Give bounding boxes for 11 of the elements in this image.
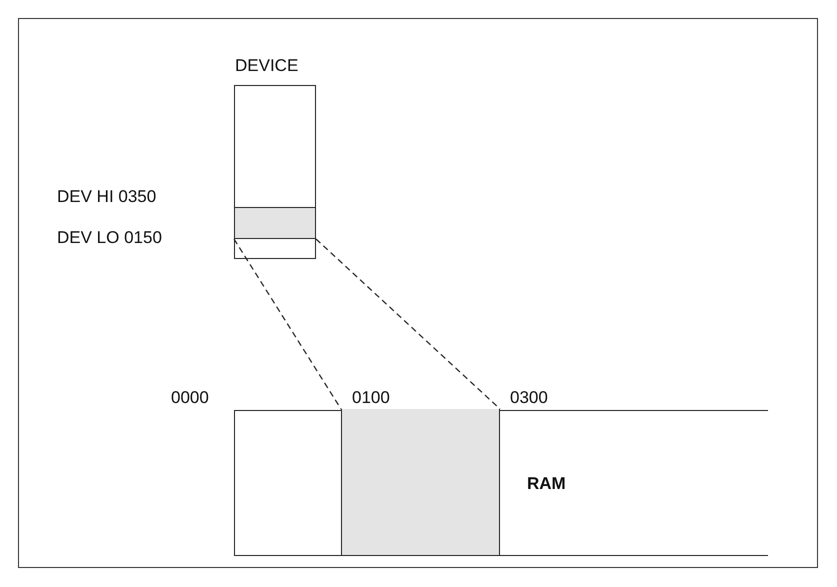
address-label: DEV LO 0150 [57,228,162,248]
shaded-address-band [234,207,316,239]
block-heading: DEVICE [235,56,298,76]
shaded-address-band [341,409,500,555]
projection-line [316,238,500,410]
region-label: RAM [527,474,566,494]
address-label: 0100 [352,388,390,408]
address-label: DEV HI 0350 [57,187,156,207]
address-label: 0300 [510,388,548,408]
address-label: 0000 [171,388,209,408]
memory-region [234,410,768,556]
